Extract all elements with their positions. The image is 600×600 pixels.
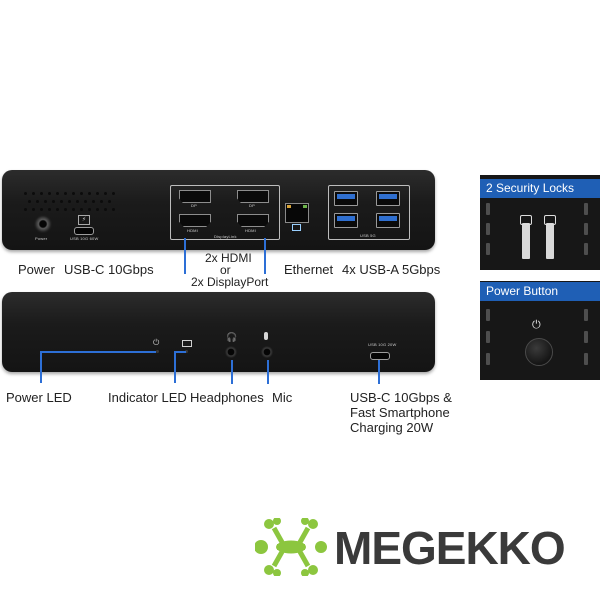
label-headphones: Headphones <box>190 390 264 405</box>
label-usbc-10gbps: USB-C 10Gbps <box>64 262 154 277</box>
usbc-front-port <box>370 352 390 360</box>
indicator-led <box>185 350 188 353</box>
label-usbc-front-line2: Fast Smartphone <box>350 405 450 420</box>
callout-indicator-h <box>174 351 186 353</box>
brand-name: MEGEKKO <box>334 522 566 574</box>
label-usbc-front-line3: Charging 20W <box>350 420 434 435</box>
displaylink-print: DisplayLink <box>214 234 237 239</box>
callout-headphones <box>231 360 233 384</box>
lock-slot-right <box>546 223 554 259</box>
usba-port-1 <box>334 191 358 206</box>
laptop-icon <box>182 340 192 347</box>
power-led-icon: ⏻ <box>153 338 160 347</box>
hdmi-right <box>237 214 269 227</box>
dp-right-print: DP <box>249 203 255 208</box>
hdmi-right-print: HDMI <box>245 228 257 233</box>
usbc-back-port <box>74 227 94 235</box>
vent-grille <box>24 192 116 222</box>
displayport-left <box>179 190 211 203</box>
dp-left-print: DP <box>191 203 197 208</box>
mic-jack <box>261 346 273 358</box>
label-power: Power <box>18 262 55 277</box>
label-usbc-front-line1: USB-C 10Gbps & <box>350 390 452 405</box>
dock-back-view: Power ⚡ USB 10G 60W DP DP HDMI HDMI Disp… <box>2 170 435 250</box>
mic-icon <box>264 332 268 340</box>
label-video-line2: or <box>220 263 231 277</box>
callout-mic <box>267 360 269 384</box>
usba-port-4 <box>376 213 400 228</box>
callout-power-led-v <box>40 351 42 383</box>
lock-icon-left <box>520 215 532 225</box>
power-led <box>156 350 159 353</box>
callout-video-left <box>184 238 186 274</box>
hdmi-left <box>179 214 211 227</box>
label-indicator-led: Indicator LED <box>108 390 187 405</box>
label-video-line1: 2x HDMI <box>205 251 252 265</box>
ethernet-port <box>285 203 309 223</box>
headphones-icon: 🎧 <box>226 332 238 342</box>
label-power-led: Power LED <box>6 390 72 405</box>
dock-front-view: ⏻ 🎧 USB 10G 20W <box>2 292 435 372</box>
lock-icon-right <box>544 215 556 225</box>
gecko-logo-icon <box>255 518 327 576</box>
callout-indicator-v <box>174 351 176 383</box>
usba-port-2 <box>376 191 400 206</box>
callout-power-led-h <box>40 351 156 353</box>
network-icon <box>292 224 301 231</box>
power-button-header: Power Button <box>480 282 600 301</box>
power-jack <box>34 215 52 233</box>
usbc-back-print: USB 10G 60W <box>70 236 99 241</box>
usba-group <box>328 185 410 240</box>
usba-port-3 <box>334 213 358 228</box>
usbc-front-print: USB 10G 20W <box>368 342 397 347</box>
headphone-jack <box>225 346 237 358</box>
callout-usbc-front <box>378 360 380 384</box>
label-mic: Mic <box>272 390 293 405</box>
usb5g-print: USB 5G <box>360 233 376 238</box>
lock-slot-left <box>522 223 530 259</box>
callout-video-right <box>264 238 266 274</box>
displayport-right <box>237 190 269 203</box>
power-symbol-icon: ⏻ <box>532 319 541 331</box>
label-ethernet: Ethernet <box>284 262 334 277</box>
video-ports-group <box>170 185 280 240</box>
security-locks-header: 2 Security Locks <box>480 179 600 198</box>
label-video-line3: 2x DisplayPort <box>191 275 269 289</box>
lightning-icon: ⚡ <box>78 215 90 225</box>
power-port-print: Power <box>35 236 48 241</box>
label-usba: 4x USB-A 5Gbps <box>342 262 441 277</box>
power-button <box>525 338 553 366</box>
hdmi-left-print: HDMI <box>187 228 199 233</box>
